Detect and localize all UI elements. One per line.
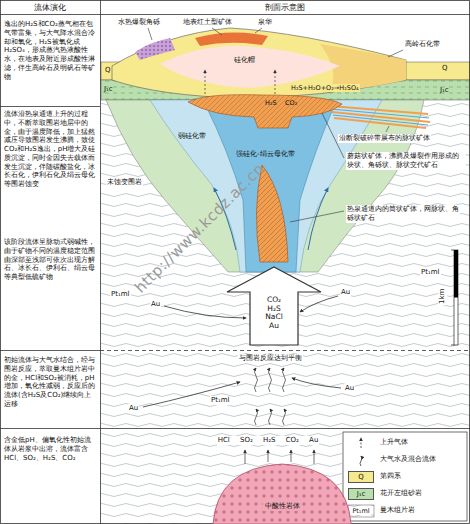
- gas-label: HCl SO₂ H₂S CO₂ Au: [217, 436, 320, 445]
- orebody-label: 热泉通道内的筒状矿体，网脉状、角砾状矿石: [346, 205, 460, 223]
- leader-lines: [148, 28, 403, 222]
- legend-text: 上升气体: [380, 438, 408, 447]
- scale-label: 1km: [438, 288, 447, 305]
- legend-code: J₁c: [357, 490, 366, 499]
- pluton-body: 中酸性岩体: [212, 460, 352, 524]
- orebody-label: 沿断裂破碎带展布的脉状矿体: [338, 134, 431, 143]
- strata-code: Pt₁ml: [210, 396, 231, 405]
- stage-note: 逸出的H₂S和CO₂蒸气相在包气带富集，与大气降水混合冷却和氧化，H₂S被氧化成…: [4, 20, 97, 81]
- orebodies: [188, 95, 342, 262]
- gas-label: CO₂: [285, 99, 297, 107]
- reaction-formula: H₂S+H₂O+O₂→H₂SO₄: [290, 84, 360, 92]
- arrow-shape: [227, 267, 321, 345]
- stage-note: 该阶段流体呈脉动式弱碱性，由于矿物不同的温度稳定范围由深部至浅部可依次出现方解石…: [4, 238, 97, 282]
- legend-text: 第四系: [380, 472, 401, 481]
- stage-note: 流体沿热泉通道上升的过程中，不断萃取围岩地层中的金，由于温度降低，加上猛然减压导…: [4, 110, 97, 189]
- gas-label: H₂S: [265, 99, 277, 107]
- node-outline: [212, 460, 352, 524]
- zone-label: 高岭石化带: [405, 40, 440, 49]
- stage-note: 初始流体与大气水结合，经与围岩反应，萃取曼木组片岩中的金，HCl和SO₂被消耗，…: [4, 356, 97, 409]
- process-note: 与围岩反应达到平衡: [238, 354, 303, 363]
- legend-box: [343, 432, 467, 521]
- sinter-mound: [112, 28, 406, 98]
- orebody-label: 蘑菇状矿体，沸腾及爆裂作用形成的块状、角砾状、脉状交代矿石: [346, 152, 466, 170]
- zone-label: 强硅化-绢云母化带: [236, 150, 295, 159]
- arrow-text: CO₂ H₂S NaCl Au: [260, 296, 288, 331]
- column-header: 流体演化: [34, 3, 66, 13]
- gold-arrows: [143, 296, 341, 407]
- strata-code: Q: [105, 66, 111, 75]
- strata-code: J₁c: [440, 86, 449, 95]
- zone-label: 地表红土型矿体: [183, 18, 232, 27]
- legend-text: 曼木组片岩: [380, 506, 415, 515]
- column-header: 剖面示意图: [265, 3, 305, 13]
- element-label: Au: [150, 300, 161, 309]
- strata-code: J₁c: [104, 85, 113, 94]
- legend-code: Q: [358, 473, 364, 482]
- legend-text: 大气水及混合流体: [380, 455, 436, 464]
- pluton-text: 中酸性岩体: [263, 502, 302, 511]
- element-label: Au: [128, 404, 139, 413]
- wavy-arrows: [245, 368, 314, 464]
- zone-label: 泉华: [258, 18, 272, 27]
- scale-bar: [451, 250, 458, 345]
- zone-label: 水热爆裂角砾: [118, 18, 160, 27]
- zone-label: 硅化帽: [234, 56, 255, 65]
- element-label: Au: [344, 384, 355, 393]
- strata-code: Pt₁ml: [110, 290, 131, 299]
- vein-orebodies: [330, 106, 430, 128]
- strata-code: Pt₁ml: [420, 268, 441, 277]
- dome-shape: [213, 464, 351, 524]
- flow-arrow: CO₂ H₂S NaCl Au: [226, 266, 322, 346]
- legend-text: 花开左组砂岩: [380, 489, 422, 498]
- legend-code: Pt₁ml: [351, 507, 370, 515]
- zone-label: 未蚀变围岩: [106, 178, 143, 187]
- stage-note: 含金低pH、偏氧化性初始流体从岩浆中出溶，流体富含HCl、SO₂、H₂S、CO₂: [4, 436, 97, 462]
- element-label: Au: [340, 288, 351, 297]
- zone-label: 弱硅化带: [178, 132, 206, 141]
- strata-code: Q: [442, 64, 448, 73]
- schist-ground: [101, 100, 470, 524]
